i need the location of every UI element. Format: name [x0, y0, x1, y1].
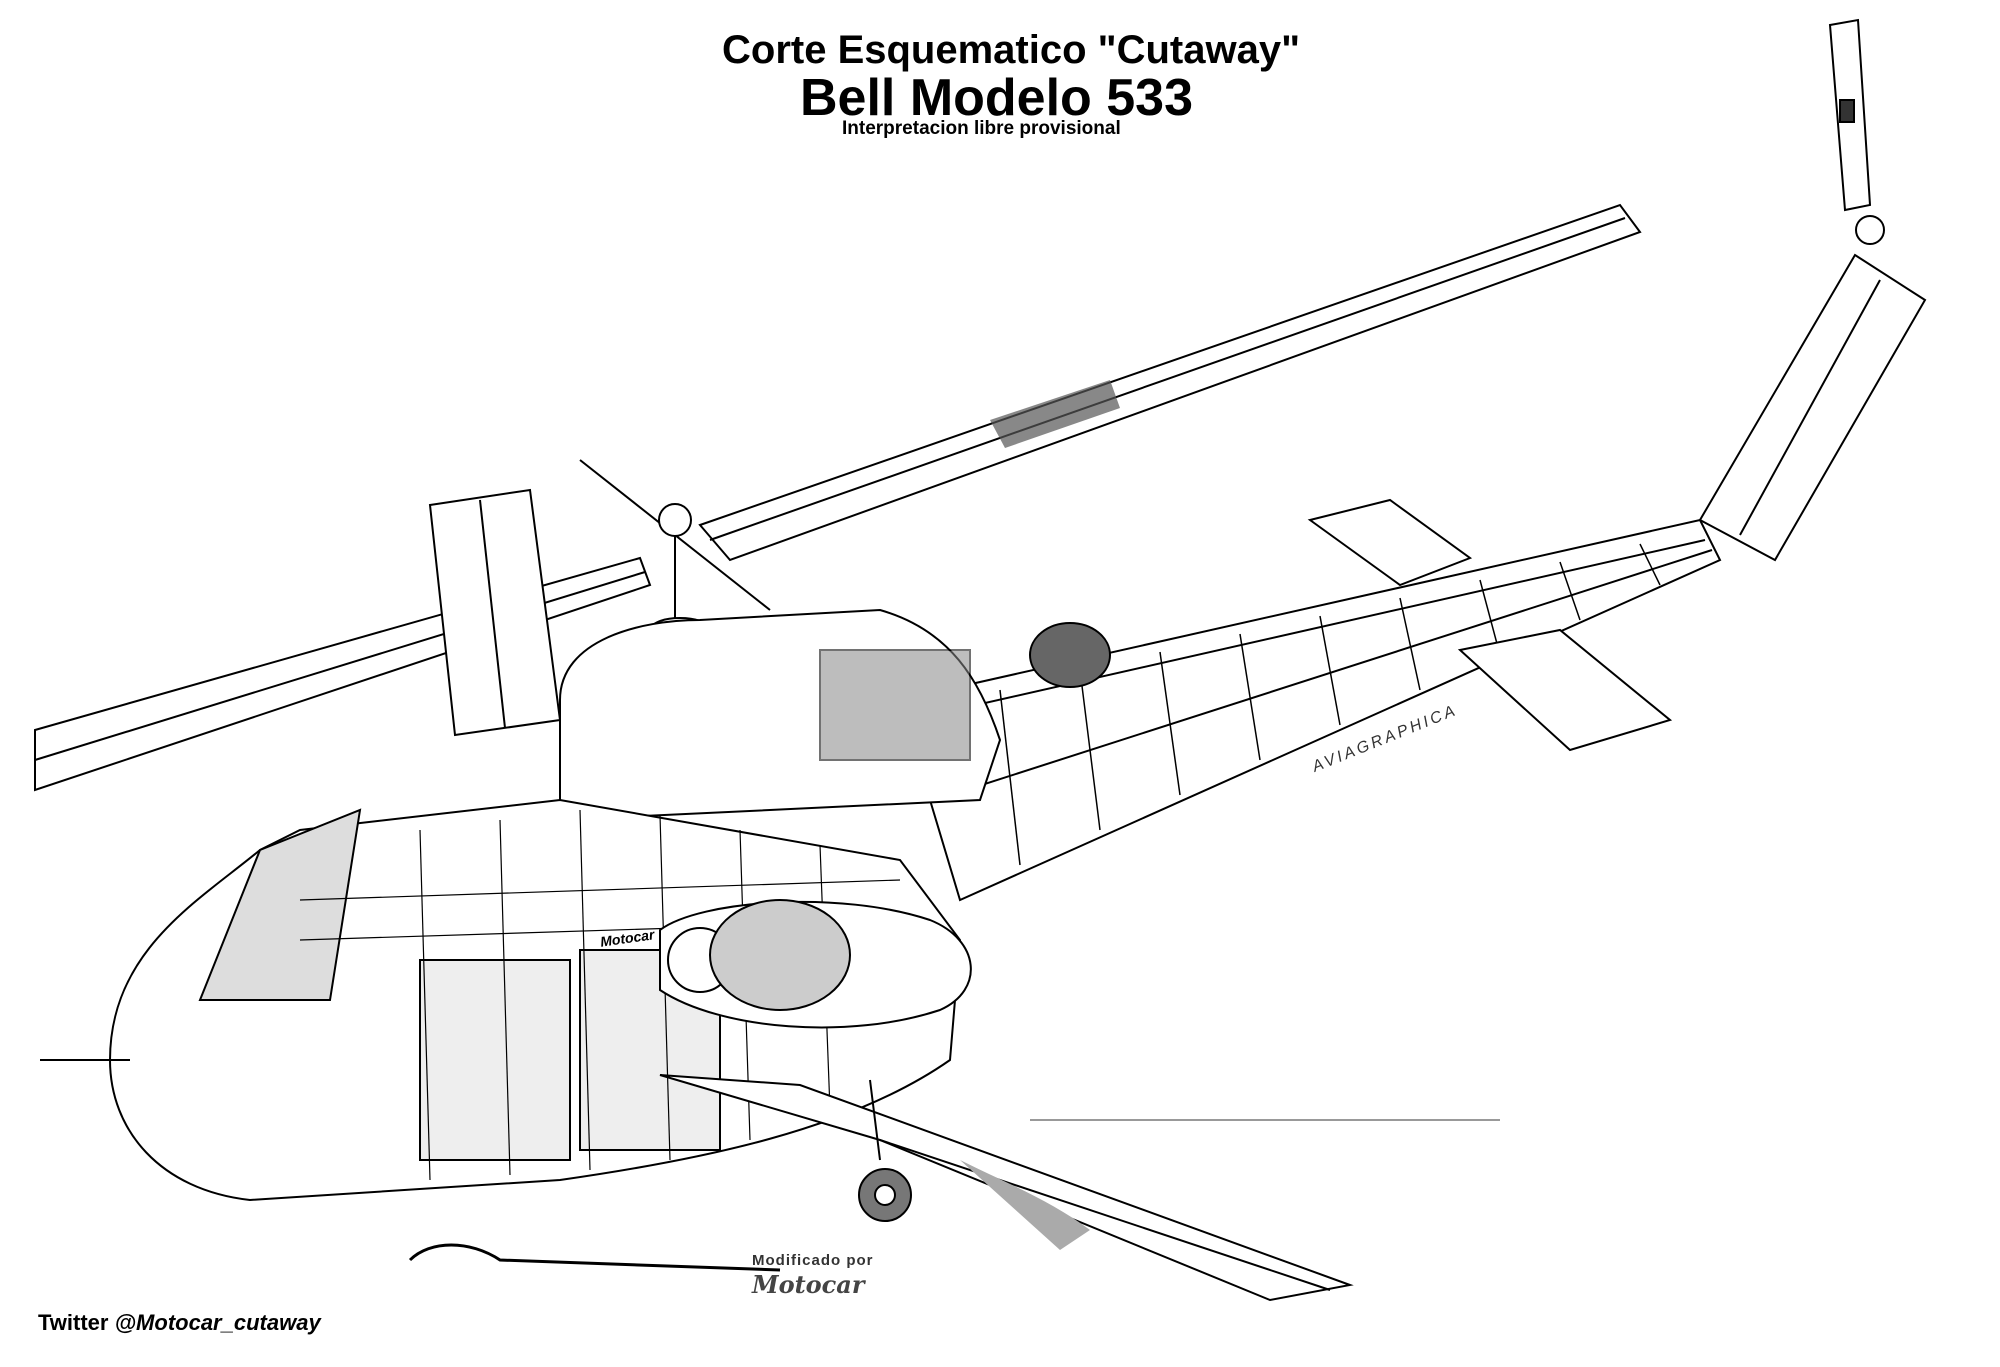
- turbofan-pod: [659, 899, 972, 1029]
- horizontal-stabilizer: [1307, 498, 1673, 752]
- stub-wing: [659, 1074, 1354, 1302]
- diagram-subtitle: Interpretacion libre provisional: [842, 118, 1121, 139]
- tail-fin: [1698, 253, 1927, 562]
- landing-skid: [408, 1243, 781, 1272]
- main-rotor-blade-right: [698, 203, 1642, 562]
- modifier-signature: Motocar: [752, 1270, 865, 1299]
- diagram-title: Corte Esquematico "Cutaway": [722, 28, 1301, 72]
- twitter-label: Twitter: [38, 1310, 109, 1335]
- vertical-stabilizer: [428, 488, 562, 737]
- twitter-handle: @Motocar_cutaway: [114, 1310, 321, 1335]
- diagram-model-name: Bell Modelo 533: [800, 69, 1193, 127]
- tail-rotor: [1828, 18, 1885, 245]
- main-rotor-blade-left: [34, 556, 652, 792]
- twitter-credit: Twitter @Motocar_cutaway: [38, 1310, 321, 1336]
- tail-boom: [898, 518, 1722, 902]
- engine-cowling: [559, 608, 1111, 822]
- modified-by-label: Modificado por: [752, 1252, 874, 1269]
- landing-gear: [858, 1079, 912, 1222]
